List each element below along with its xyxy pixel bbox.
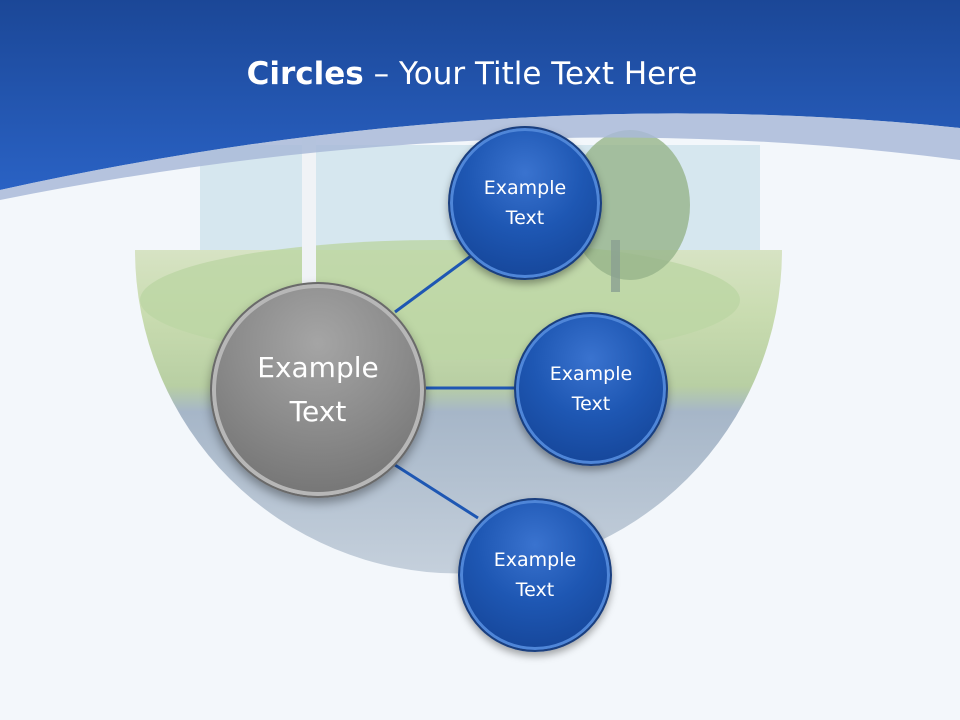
center-circle-line2: Text — [289, 395, 347, 428]
header-band — [0, 0, 960, 190]
circle-middle: Example Text — [514, 312, 668, 466]
circle-middle-line2: Text — [571, 393, 611, 415]
circle-middle-line1: Example — [549, 363, 633, 385]
slide-title: Circles – Your Title Text Here — [0, 52, 944, 96]
pole-shape — [302, 120, 316, 290]
circle-top-line1: Example — [483, 177, 567, 199]
circle-top: Example Text — [448, 126, 602, 280]
header-band-shadow — [0, 113, 960, 200]
center-circle: Example Text — [210, 282, 426, 498]
tree-shape — [570, 130, 690, 280]
circle-bottom-line2: Text — [515, 579, 555, 601]
connector-line-bottom — [394, 463, 479, 520]
circle-bottom: Example Text — [458, 498, 612, 652]
center-circle-line1: Example — [257, 351, 379, 384]
connector-line-top — [394, 251, 476, 314]
circle-top-line2: Text — [505, 207, 545, 229]
circle-bottom-line1: Example — [493, 549, 577, 571]
title-bold: Circles — [246, 56, 364, 92]
title-rest: – Your Title Text Here — [363, 56, 698, 92]
